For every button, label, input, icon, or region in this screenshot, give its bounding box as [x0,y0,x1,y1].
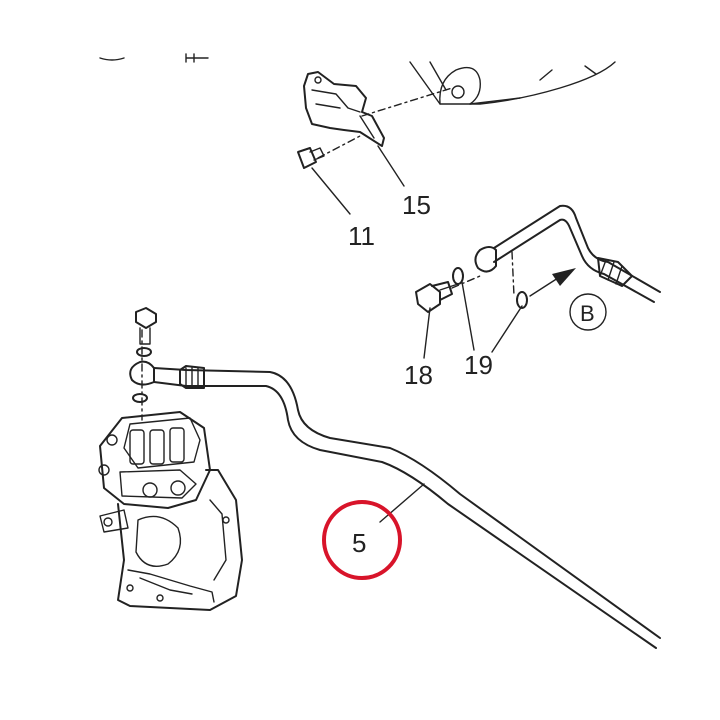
bracket-part-15 [303,71,385,147]
leader-5 [379,483,425,523]
injection-pump [98,411,211,533]
leader-11 [311,167,351,215]
leader-15 [377,145,405,187]
callout-19: 19 [464,350,493,380]
pump-washer-upper [136,347,152,357]
callout-15: 15 [402,190,431,220]
highlight-circle [322,500,402,580]
right-centerline [511,251,515,297]
callout-5: 5 [352,528,366,558]
top-fragment [99,53,209,63]
view-b-label: B [580,301,595,326]
leader-19a [461,281,475,351]
pump-washer-lower [132,393,148,403]
pump-bolt [135,307,157,345]
banjo-bolt-part-18 [415,281,459,313]
washer-part-19b [516,291,528,309]
washer-part-19a [452,267,464,285]
engine-casting [409,61,616,105]
pipe-part-5 [129,360,661,649]
callout-18: 18 [404,360,433,390]
bolt-part-11 [297,147,325,169]
pipe-right [474,204,661,303]
bolt-18-centerline [451,275,481,289]
leader-19b [491,305,523,353]
view-arrow [529,268,576,297]
bolt-11-centerline [317,135,361,159]
callout-11: 11 [348,221,375,251]
pump-housing [117,469,243,611]
leader-18 [423,307,431,359]
view-b-circle [569,293,607,331]
bracket-centerline [361,87,453,117]
